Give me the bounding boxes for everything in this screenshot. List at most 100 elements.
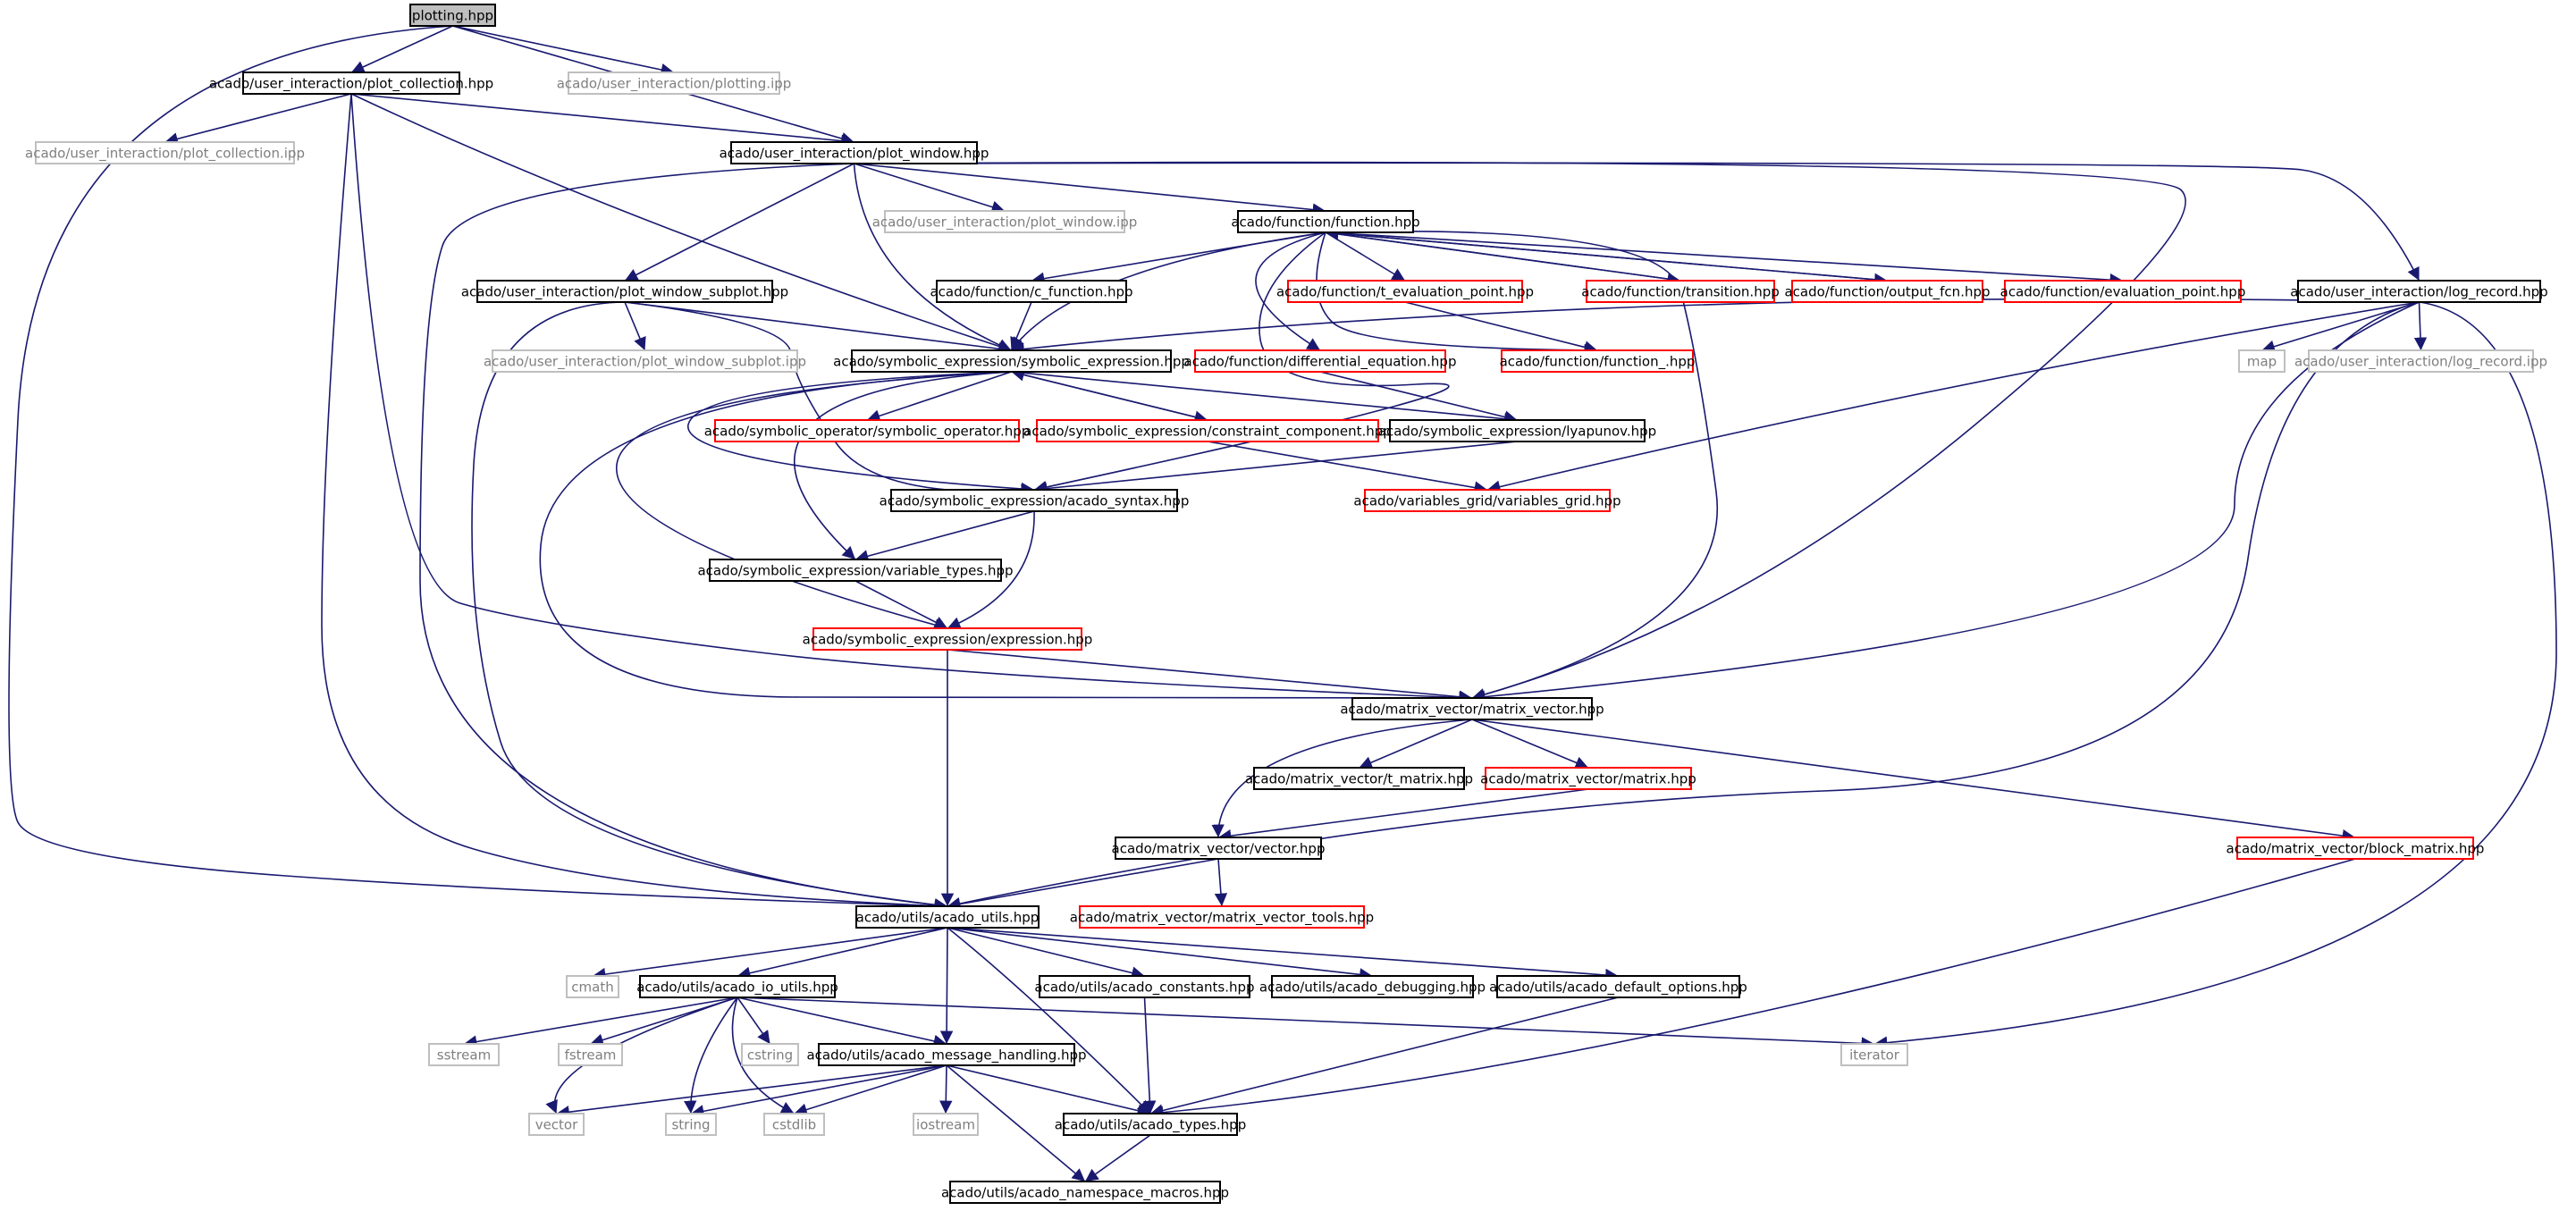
node-iterator[interactable]: iterator [1840,1043,1908,1066]
edge-transition-to-function [1325,227,1681,282]
node-label: acado/user_interaction/plot_collection.i… [25,146,305,163]
edge-acado_utils-to-cmath [592,927,948,981]
node-acado-debugging[interactable]: acado/utils/acado_debugging.hpp [1259,975,1486,998]
edge-root-to-plot_collection [350,25,453,73]
node-fstream[interactable]: fstream [558,1043,623,1066]
node-label: acado/matrix_vector/vector.hpp [1112,841,1326,858]
node-lyapunov[interactable]: acado/symbolic_expression/lyapunov.hpp [1378,419,1656,442]
node-vector[interactable]: acado/matrix_vector/vector.hpp [1112,837,1326,860]
node-evaluation-point[interactable]: acado/function/evaluation_point.hpp [2000,280,2246,303]
node-label: acado/utils/acado_constants.hpp [1034,980,1254,997]
node-variables-grid[interactable]: acado/variables_grid/variables_grid.hpp [1353,489,1621,512]
edge-plot_window-to-plot_window_subplot [624,163,854,282]
node-label: acado/symbolic_expression/variable_types… [697,563,1013,580]
node-label: acado/function/evaluation_point.hpp [2000,284,2246,301]
node-label: fstream [565,1047,617,1064]
node-matrix[interactable]: acado/matrix_vector/matrix.hpp [1480,767,1696,790]
node-label: acado/symbolic_expression/constraint_com… [1023,424,1392,441]
edge-matrix_vector-to-t_matrix [1359,719,1473,769]
node-transition[interactable]: acado/function/transition.hpp [1581,280,1780,303]
edge-expression-to-matrix_vector [947,649,1473,703]
node-iostream[interactable]: iostream [913,1113,979,1136]
node-label: map [2247,354,2277,370]
node-cstdlib[interactable]: cstdlib [763,1113,825,1136]
node-acado-default-options[interactable]: acado/utils/acado_default_options.hpp [1489,975,1747,998]
node-std-vector[interactable]: vector [528,1113,585,1136]
node-plot-collection[interactable]: acado/user_interaction/plot_collection.h… [209,71,493,95]
edge-acado_io_utils-to-cstring [737,997,771,1045]
node-label: acado/matrix_vector/matrix_vector_tools.… [1070,910,1374,927]
edge-matrix_vector-to-block_matrix [1471,719,2356,843]
node-plot-window[interactable]: acado/user_interaction/plot_window.hpp [720,141,989,164]
node-label: iostream [916,1117,975,1133]
node-label: acado/function/differential_equation.hpp [1184,354,1457,371]
edge-root-to-plotting_ipp [452,25,675,77]
node-acado-types[interactable]: acado/utils/acado_types.hpp [1055,1113,1246,1136]
node-plot-window-ipp[interactable]: acado/user_interaction/plot_window.ipp [872,210,1138,233]
node-sstream[interactable]: sstream [428,1043,500,1066]
node-log-record[interactable]: acado/user_interaction/log_record.hpp [2290,280,2548,303]
node-acado-message-handling[interactable]: acado/utils/acado_message_handling.hpp [806,1043,1087,1066]
edge-lyapunov-to-acado_syntax [1033,441,1518,495]
edge-acado_constants-to-acado_types [1143,997,1157,1114]
edge-acado_syntax-to-expression [947,510,1035,629]
edge-log_record-to-variables_grid [1486,301,2420,493]
node-label: acado/user_interaction/log_record.hpp [2290,284,2547,301]
node-plotting-ipp[interactable]: acado/user_interaction/plotting.ipp [557,71,792,95]
node-std-string[interactable]: string [665,1113,717,1136]
node-t-evaluation-point[interactable]: acado/function/t_evaluation_point.hpp [1276,280,1534,303]
node-symbolic-expression[interactable]: acado/symbolic_expression/symbolic_expre… [833,349,1190,373]
node-label: vector [535,1117,578,1133]
edge-symbolic_expression-to-symbolic_operator [866,371,1012,423]
node-acado-io-utils[interactable]: acado/utils/acado_io_utils.hpp [636,975,838,998]
node-label: sstream [437,1047,491,1064]
edge-plot_window_subplot-to-acado_syntax [624,301,1035,498]
node-plot-window-subplot-ipp[interactable]: acado/user_interaction/plot_window_subpl… [484,349,806,373]
node-output-fcn[interactable]: acado/function/output_fcn.hpp [1784,280,1991,303]
edge-acado_utils-to-acado_io_utils [737,927,948,980]
node-label: acado/utils/acado_debugging.hpp [1259,980,1486,997]
edge-symbolic_expression-to-matrix_vector [539,371,1473,705]
node-label: acado/utils/acado_namespace_macros.hpp [941,1185,1229,1202]
node-symbolic-operator[interactable]: acado/symbolic_operator/symbolic_operato… [704,419,1031,442]
node-plot-window-subplot[interactable]: acado/user_interaction/plot_window_subpl… [461,280,788,303]
node-map[interactable]: map [2238,349,2286,373]
node-namespace-macros[interactable]: acado/utils/acado_namespace_macros.hpp [941,1181,1229,1204]
node-differential-equation[interactable]: acado/function/differential_equation.hpp [1184,349,1457,373]
node-acado-utils[interactable]: acado/utils/acado_utils.hpp [855,905,1040,929]
edge-t_evaluation_point-to-function_ [1404,301,1598,354]
node-t-matrix[interactable]: acado/matrix_vector/t_matrix.hpp [1245,767,1473,790]
node-root: plotting.hpp [409,4,496,27]
node-label: cstdlib [772,1117,816,1133]
node-expression[interactable]: acado/symbolic_expression/expression.hpp [803,627,1093,651]
node-matrix-vector[interactable]: acado/matrix_vector/matrix_vector.hpp [1340,697,1604,720]
node-label: cstring [747,1047,793,1064]
edge-acado_io_utils-to-acado_message_handling [737,997,947,1047]
node-variable-types[interactable]: acado/symbolic_expression/variable_types… [697,559,1014,582]
node-acado-constants[interactable]: acado/utils/acado_constants.hpp [1034,975,1255,998]
node-label: acado/utils/acado_types.hpp [1055,1117,1246,1134]
edge-function-to-function_ [1316,231,1598,357]
node-cmath[interactable]: cmath [566,975,619,998]
edge-log_record-to-log_record_ipp [2413,301,2428,351]
node-label: acado/symbolic_expression/acado_syntax.h… [880,493,1190,510]
edge-log_record-to-matrix_vector [1471,301,2420,703]
node-function-[interactable]: acado/function/function_.hpp [1500,349,1696,373]
node-log-record-ipp[interactable]: acado/user_interaction/log_record.ipp [2294,349,2547,373]
node-constraint-component[interactable]: acado/symbolic_expression/constraint_com… [1023,419,1392,442]
edge-plot_window-to-plot_window_ipp [854,163,1006,214]
edge-acado_utils-to-acado_default_options [947,927,1619,982]
node-label: acado/symbolic_operator/symbolic_operato… [704,424,1031,441]
node-label: string [671,1117,710,1133]
node-block-matrix[interactable]: acado/matrix_vector/block_matrix.hpp [2227,837,2485,860]
node-plot-collection-ipp[interactable]: acado/user_interaction/plot_collection.i… [25,141,305,164]
node-label: acado/utils/acado_default_options.hpp [1489,980,1747,997]
node-acado-syntax[interactable]: acado/symbolic_expression/acado_syntax.h… [880,489,1190,512]
node-c-function[interactable]: acado/function/c_function.hpp [930,280,1133,303]
node-label: acado/function/function.hpp [1231,214,1419,231]
edge-plot_window-to-matrix_vector [854,161,2186,702]
edge-acado_message_handling-to-iostream [939,1064,953,1114]
node-function[interactable]: acado/function/function.hpp [1231,210,1420,233]
node-cstring[interactable]: cstring [741,1043,799,1066]
node-matrix-vector-tools[interactable]: acado/matrix_vector/matrix_vector_tools.… [1070,905,1374,929]
